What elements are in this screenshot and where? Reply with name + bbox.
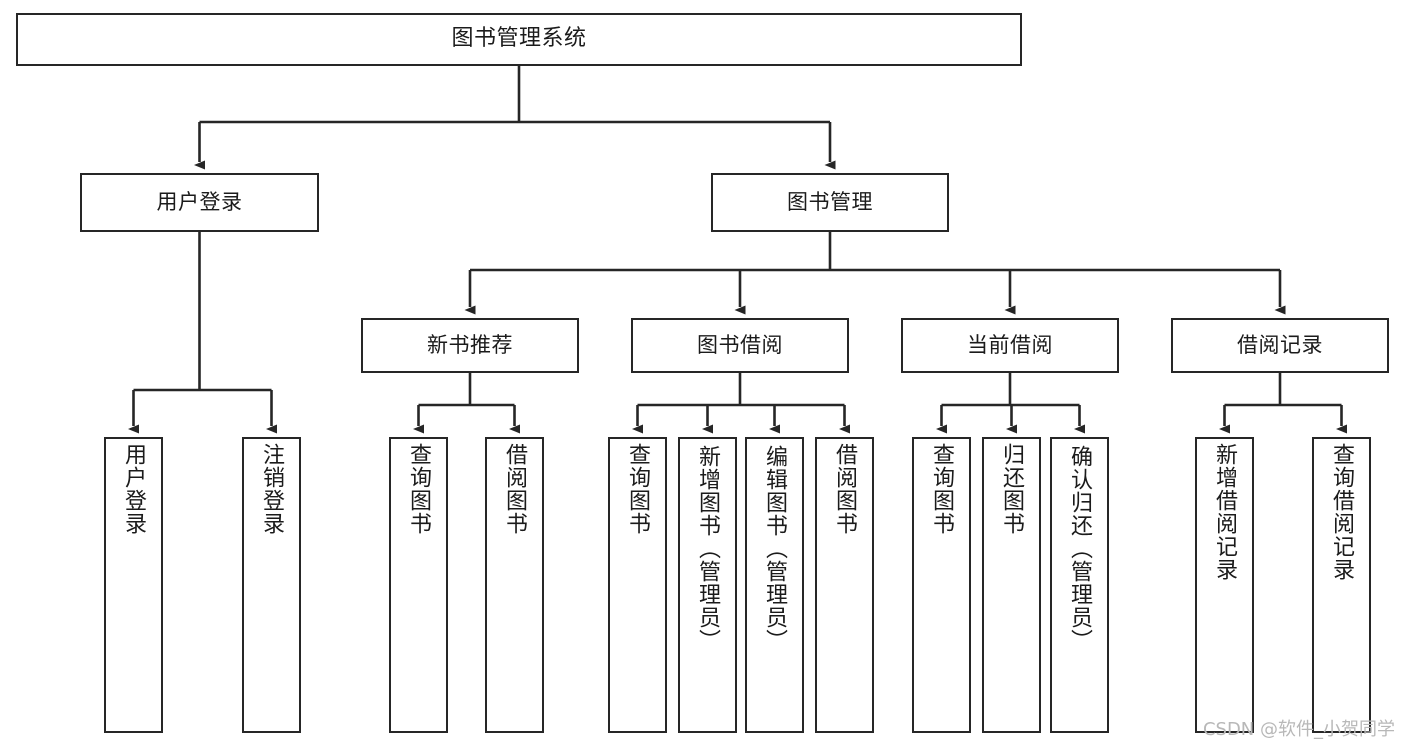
- node-leaf-logout[interactable]: 注销登录: [242, 437, 301, 733]
- node-leaf-confirm-return[interactable]: 确认归还（管理员）: [1050, 437, 1109, 733]
- node-label: 确认归还（管理员）: [1067, 445, 1093, 652]
- node-label: 图书借阅: [697, 332, 783, 357]
- node-leaf-return-book[interactable]: 归还图书: [982, 437, 1041, 733]
- node-user-login[interactable]: 用户登录: [80, 173, 319, 232]
- node-label: 图书管理: [787, 189, 873, 214]
- node-new-book-recommend[interactable]: 新书推荐: [361, 318, 579, 373]
- node-leaf-query-book-2[interactable]: 查询图书: [608, 437, 667, 733]
- node-label: 新增借阅记录: [1212, 443, 1238, 581]
- node-label: 查询图书: [929, 443, 955, 535]
- node-borrow-records[interactable]: 借阅记录: [1171, 318, 1389, 373]
- node-leaf-edit-book[interactable]: 编辑图书（管理员）: [745, 437, 804, 733]
- node-label: 查询图书: [406, 443, 432, 535]
- node-label: 借阅记录: [1237, 332, 1323, 357]
- node-label: 编辑图书（管理员）: [762, 445, 788, 652]
- node-label: 图书管理系统: [451, 26, 587, 52]
- node-label: 用户登录: [121, 443, 147, 535]
- node-label: 查询借阅记录: [1329, 443, 1355, 581]
- node-book-manage[interactable]: 图书管理: [711, 173, 949, 232]
- node-leaf-query-book-3[interactable]: 查询图书: [912, 437, 971, 733]
- node-leaf-add-record[interactable]: 新增借阅记录: [1195, 437, 1254, 733]
- node-leaf-borrow-book-1[interactable]: 借阅图书: [485, 437, 544, 733]
- node-label: 查询图书: [625, 443, 651, 535]
- node-root[interactable]: 图书管理系统: [16, 13, 1022, 66]
- node-leaf-borrow-book-2[interactable]: 借阅图书: [815, 437, 874, 733]
- node-label: 借阅图书: [832, 443, 858, 535]
- node-label: 注销登录: [259, 443, 285, 535]
- node-leaf-user-login[interactable]: 用户登录: [104, 437, 163, 733]
- node-book-borrow[interactable]: 图书借阅: [631, 318, 849, 373]
- node-label: 新增图书（管理员）: [695, 445, 721, 652]
- node-label: 归还图书: [999, 443, 1025, 535]
- node-label: 用户登录: [156, 189, 243, 214]
- node-leaf-query-record[interactable]: 查询借阅记录: [1312, 437, 1371, 733]
- node-leaf-query-book-1[interactable]: 查询图书: [389, 437, 448, 733]
- node-current-borrow[interactable]: 当前借阅: [901, 318, 1119, 373]
- node-label: 当前借阅: [967, 332, 1053, 357]
- node-label: 借阅图书: [502, 443, 528, 535]
- node-leaf-add-book[interactable]: 新增图书（管理员）: [678, 437, 737, 733]
- node-label: 新书推荐: [427, 332, 513, 357]
